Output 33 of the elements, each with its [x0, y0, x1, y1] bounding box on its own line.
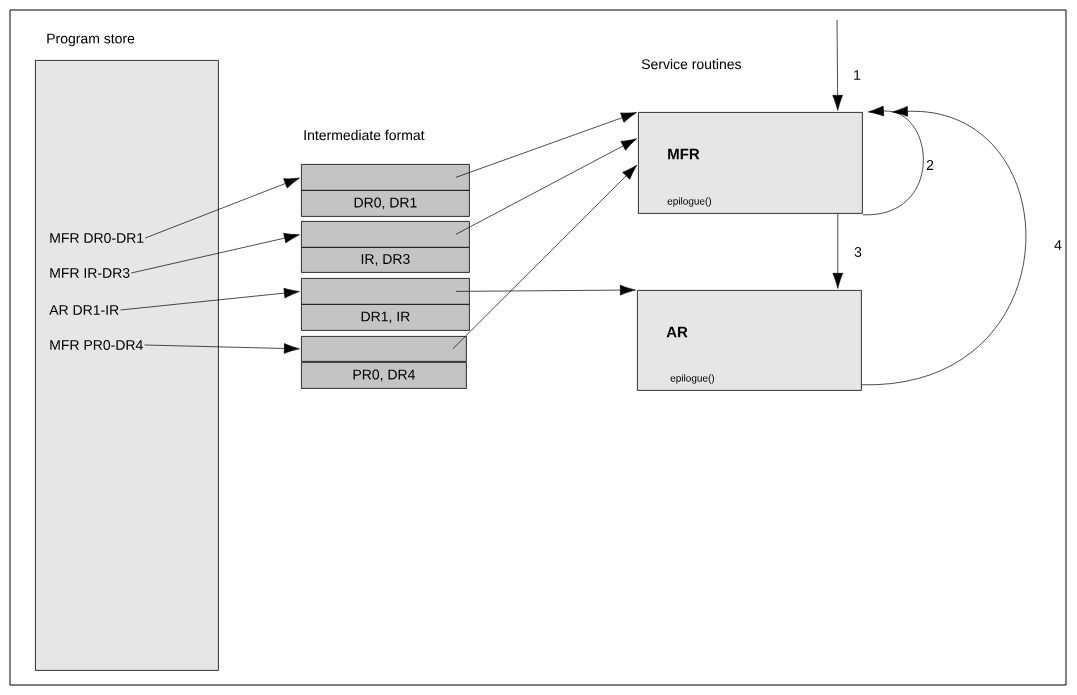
arrow	[144, 343, 300, 354]
routine-box: MFR epilogue()	[638, 112, 863, 214]
instruction-text: MFR DR0-DR1	[50, 233, 144, 243]
section-heading: Service routines	[641, 58, 742, 70]
arrow	[452, 164, 638, 350]
arrow	[120, 287, 300, 311]
empty-box	[301, 221, 470, 248]
arrow	[832, 213, 844, 289]
section-heading: Intermediate format	[304, 129, 425, 141]
arrow	[455, 284, 636, 296]
instruction-text: AR DR1-IR	[49, 305, 119, 315]
arrow	[862, 105, 924, 216]
format-box: DR1, IR	[301, 304, 470, 331]
arrow	[144, 177, 300, 239]
edge-label: 3	[853, 246, 863, 258]
edge-label: 4	[1053, 239, 1063, 251]
empty-box	[301, 336, 467, 362]
routine-box: AR epilogue()	[637, 290, 862, 391]
arrow	[861, 106, 1026, 386]
edge-label: 1	[852, 69, 862, 81]
empty-box	[301, 278, 470, 305]
arrow	[455, 138, 637, 235]
format-box: PR0, DR4	[301, 362, 467, 389]
instruction-text: MFR PR0-DR4	[50, 340, 143, 350]
edge-label: 2	[925, 159, 935, 171]
format-box: DR0, DR1	[301, 190, 470, 217]
empty-box	[301, 164, 470, 191]
format-box: IR, DR3	[301, 247, 470, 273]
arrow	[130, 232, 300, 274]
node-label: Program store	[47, 33, 135, 47]
instruction-text: MFR IR-DR3	[50, 268, 130, 278]
arrow	[832, 19, 843, 111]
arrow	[455, 112, 637, 178]
